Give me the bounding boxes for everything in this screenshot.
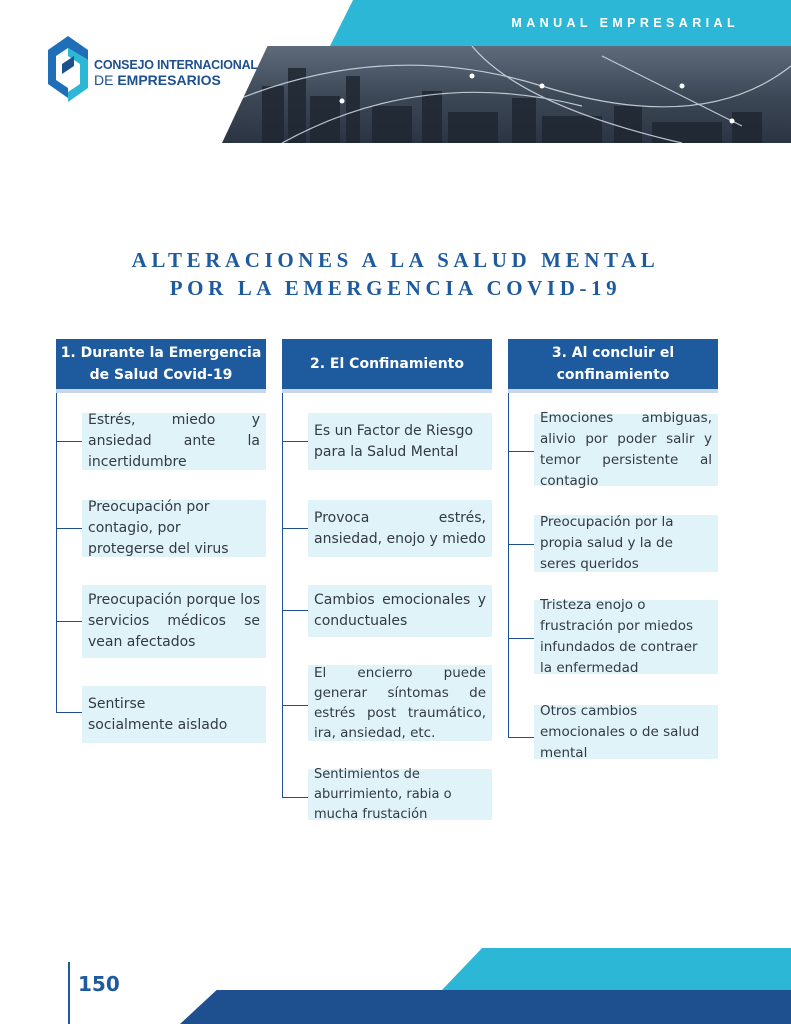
footer-accent-band: [440, 948, 791, 992]
footer-navy-band: [180, 990, 791, 1024]
header-label: MANUAL EMPRESARIAL: [511, 16, 739, 30]
column-3-heading: 3. Al concluir el confinamiento: [508, 339, 718, 389]
column-1-heading-line1: 1. Durante la Emergencia: [60, 345, 262, 361]
column-1-branch: [56, 441, 82, 442]
page-title-line2: POR LA EMERGENCIA COVID-19: [169, 276, 622, 300]
column-2-branch: [282, 528, 308, 529]
column-1-connector: [56, 393, 57, 712]
column-2-connector: [282, 393, 283, 797]
logo-text-line2: DE EMPRESARIOS: [94, 72, 221, 88]
logo-mark-icon: [48, 36, 88, 102]
column-3-branch: [508, 544, 534, 545]
header-city-image: [222, 46, 791, 143]
logo-text-bold: EMPRESARIOS: [117, 72, 221, 88]
column-1-heading-line2: de Salud Covid-19: [89, 367, 233, 383]
column-3-item: Otros cambios emocionales o de salud men…: [534, 703, 718, 761]
page-number: 150: [78, 972, 120, 996]
column-3-item: Preocupación por la propia salud y la de…: [534, 514, 718, 572]
page-title-line1: ALTERACIONES A LA SALUD MENTAL: [131, 248, 660, 272]
column-2-heading-line1: 2. El Confinamiento: [310, 356, 464, 372]
column-2-item: Provoca estrés, ansiedad, enojo y miedo: [308, 500, 492, 557]
column-2-item: Es un Factor de Riesgo para la Salud Men…: [308, 413, 492, 470]
column-1-branch: [56, 621, 82, 622]
column-3-heading-line1: 3. Al concluir el: [551, 345, 675, 361]
column-1-item: Sentirse socialmente aislado: [82, 686, 266, 743]
column-3-connector: [508, 393, 509, 737]
column-2-item: El encierro puede generar síntomas de es…: [308, 665, 492, 741]
column-2-branch: [282, 441, 308, 442]
column-3-item: Emociones ambiguas, alivio por poder sal…: [534, 410, 718, 489]
column-2-branch: [282, 797, 308, 798]
column-1-item: Preocupación porque los servicios médico…: [82, 585, 266, 658]
column-1-branch: [56, 712, 82, 713]
column-3-branch: [508, 737, 534, 738]
page-number-bar: [68, 962, 70, 1024]
logo-text-line1: CONSEJO INTERNACIONAL: [94, 58, 258, 72]
column-2-item: Sentimientos de aburrimiento, rabia o mu…: [308, 767, 492, 822]
logo-text-prefix: DE: [94, 72, 118, 88]
column-3-branch: [508, 451, 534, 452]
header-accent-band: [330, 0, 791, 46]
column-1-item: Preocupación por contagio, por protegers…: [82, 499, 266, 557]
column-3-branch: [508, 638, 534, 639]
column-2-branch: [282, 705, 308, 706]
column-1-item: Estrés, miedo y ansiedad ante la incerti…: [82, 412, 266, 470]
column-2-heading: 2. El Confinamiento: [282, 339, 492, 389]
column-2-item: Cambios emocionales y conductuales: [308, 585, 492, 637]
column-3-item: Tristeza enojo o frustración por miedos …: [534, 597, 718, 676]
column-1-branch: [56, 528, 82, 529]
column-3-heading-line2: confinamiento: [556, 367, 670, 383]
column-2-branch: [282, 610, 308, 611]
column-1-heading: 1. Durante la Emergencia de Salud Covid-1…: [56, 339, 266, 389]
